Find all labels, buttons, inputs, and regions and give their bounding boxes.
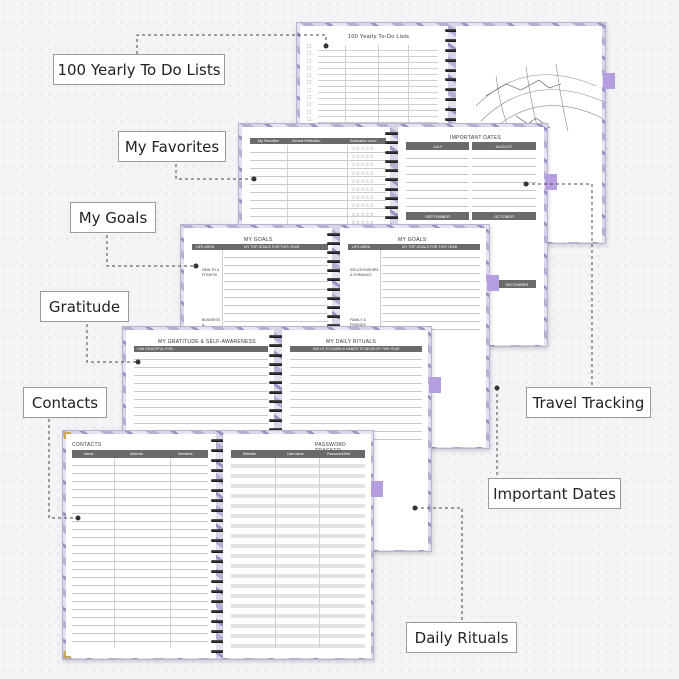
callout-travel-tracking: Travel Tracking (526, 387, 651, 418)
month-december: DECEMBER (498, 280, 536, 288)
password-lines (231, 458, 365, 648)
goal-area-health: HEALTH & FITNESS (202, 268, 220, 277)
page-tab (429, 377, 441, 393)
callout-my-goals: My Goals (70, 202, 156, 233)
page-tab (603, 73, 615, 89)
rituals-header: SKILLS TO LEARN & HABITS TO DEVELOP THIS… (312, 347, 400, 351)
contacts-page: CONTACTS Name Address Numbers (66, 434, 216, 658)
password-tracker-page: PASSWORD TRACKER Website Username Passwo… (223, 434, 371, 658)
gratitude-prompt: I AM GRATEFUL FOR... (137, 347, 176, 351)
favorites-lines (250, 145, 386, 237)
page-tab (487, 275, 499, 291)
spiral-binding (327, 233, 341, 327)
page-tab (545, 174, 557, 190)
spiral-binding (211, 439, 225, 653)
month-july: JULY (406, 142, 469, 150)
month-september: SEPTEMBER (406, 212, 469, 220)
rituals-lines (290, 352, 422, 442)
goals-left-title: MY GOALS (244, 237, 273, 243)
goal-area-family: FAMILY & FRIENDS (350, 318, 366, 327)
gratitude-title: MY GRATITUDE & SELF-AWARENESS (158, 339, 256, 345)
callout-gratitude: Gratitude (40, 291, 129, 322)
goals-right-title: MY GOALS (398, 237, 427, 243)
month-august: AUGUST (472, 142, 536, 150)
daily-rituals-title: MY DAILY RITUALS (326, 339, 377, 345)
goal-area-relationships: RELATIONSHIPS & ROMANCE (350, 268, 379, 277)
important-dates-title: IMPORTANT DATES (450, 135, 502, 141)
callout-my-favorites: My Favorites (118, 131, 226, 162)
contacts-title: CONTACTS (72, 442, 102, 448)
callout-contacts: Contacts (23, 387, 107, 418)
favorites-col-3: Evaluation Level (350, 139, 377, 143)
callout-important-dates: Important Dates (488, 478, 621, 509)
gratitude-lines (134, 352, 268, 442)
contacts-lines (72, 458, 208, 648)
spiral-binding (269, 335, 283, 431)
callout-todo-lists: 100 Yearly To Do Lists (53, 54, 225, 85)
favorites-col-1: My Favorites (258, 139, 279, 143)
month-october: OCTOBER (472, 212, 536, 220)
planner-contacts: CONTACTS Name Address Numbers PASSWORD T… (62, 430, 383, 660)
favorites-col-2: Honest Reflection (292, 139, 321, 143)
page-tab (371, 481, 383, 497)
todo-title: 100 Yearly To-Do Lists (348, 34, 410, 40)
callout-daily-rituals: Daily Rituals (406, 622, 517, 653)
spiral-binding (445, 29, 459, 121)
